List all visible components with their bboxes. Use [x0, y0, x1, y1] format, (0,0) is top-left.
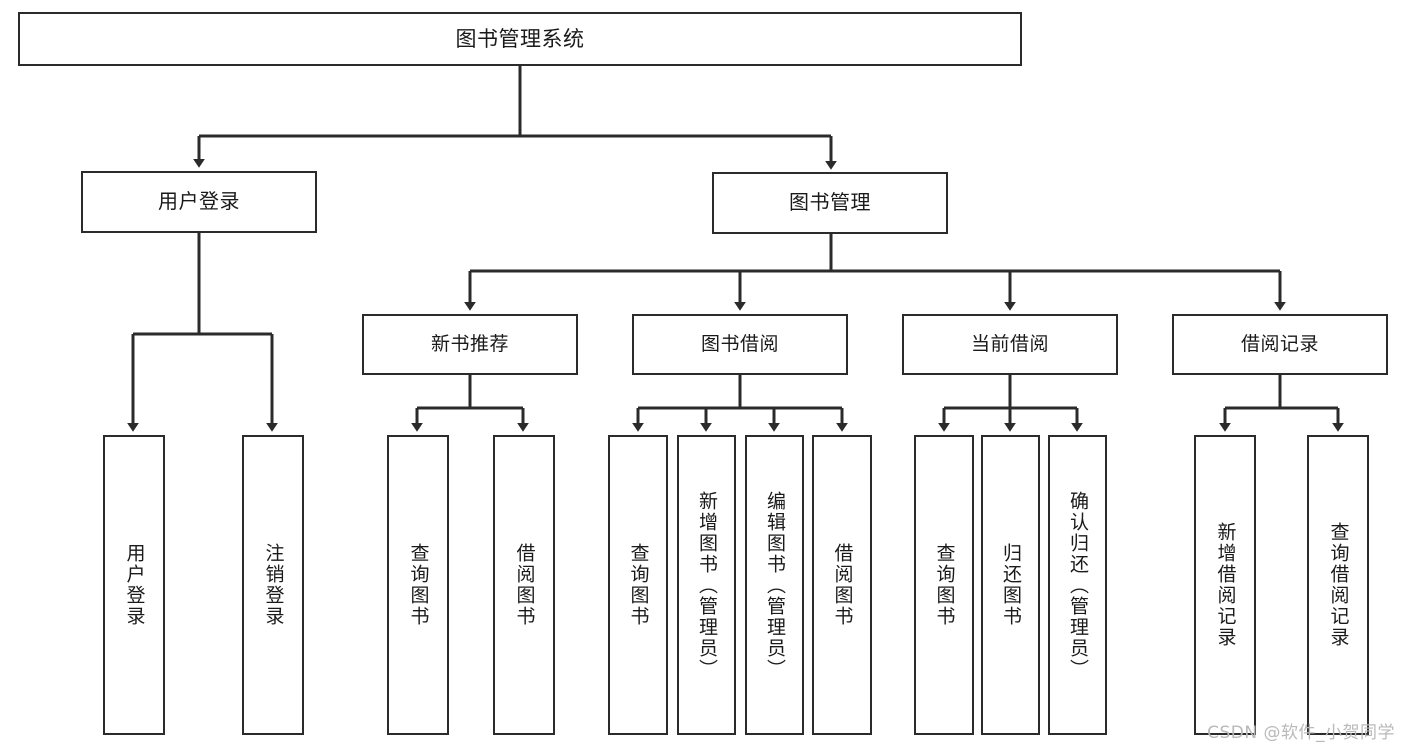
node-current-borrow-label: 当前借阅: [970, 333, 1049, 356]
node-leaf-query-book-3[interactable]: 查询图书: [914, 435, 974, 735]
node-new-book-recommend-label: 新书推荐: [430, 333, 509, 356]
node-book-borrow[interactable]: 图书借阅: [632, 314, 848, 375]
node-root[interactable]: 图书管理系统: [18, 12, 1022, 66]
node-current-borrow[interactable]: 当前借阅: [902, 314, 1118, 375]
node-leaf-add-record-label: 新增借阅记录: [1214, 522, 1237, 648]
node-leaf-edit-book[interactable]: 编辑图书（管理员）: [745, 435, 804, 735]
node-leaf-borrow-book-1-label: 借阅图书: [513, 543, 536, 627]
node-leaf-confirm-return[interactable]: 确认归还（管理员）: [1048, 435, 1107, 735]
node-leaf-user-login-label: 用户登录: [123, 543, 146, 627]
node-leaf-query-record-label: 查询借阅记录: [1327, 522, 1350, 648]
watermark: CSDN @软件_小贺同学: [1207, 723, 1395, 743]
node-leaf-query-book-2[interactable]: 查询图书: [608, 435, 668, 735]
node-leaf-query-book-1[interactable]: 查询图书: [387, 435, 449, 735]
node-leaf-add-book-label: 新增图书（管理员）: [696, 490, 718, 680]
node-user-login-label: 用户登录: [158, 189, 240, 214]
node-leaf-user-logout-label: 注销登录: [262, 543, 285, 627]
node-leaf-borrow-book-1[interactable]: 借阅图书: [493, 435, 555, 735]
node-leaf-borrow-book-2-label: 借阅图书: [831, 543, 854, 627]
node-leaf-query-book-1-label: 查询图书: [407, 543, 430, 627]
node-leaf-add-book[interactable]: 新增图书（管理员）: [677, 435, 736, 735]
node-leaf-edit-book-label: 编辑图书（管理员）: [764, 490, 786, 680]
node-borrow-record-label: 借阅记录: [1240, 333, 1319, 356]
node-user-login[interactable]: 用户登录: [81, 171, 317, 233]
node-book-borrow-label: 图书借阅: [700, 333, 779, 356]
node-leaf-query-book-3-label: 查询图书: [933, 543, 956, 627]
node-root-label: 图书管理系统: [455, 26, 585, 51]
node-borrow-record[interactable]: 借阅记录: [1172, 314, 1388, 375]
node-leaf-return-book-label: 归还图书: [1000, 543, 1022, 627]
node-book-manage-label: 图书管理: [789, 190, 871, 215]
node-leaf-query-record[interactable]: 查询借阅记录: [1307, 435, 1369, 735]
node-leaf-user-logout[interactable]: 注销登录: [242, 435, 304, 735]
node-new-book-recommend[interactable]: 新书推荐: [362, 314, 578, 375]
node-leaf-user-login[interactable]: 用户登录: [103, 435, 165, 735]
node-leaf-return-book[interactable]: 归还图书: [981, 435, 1040, 735]
node-leaf-query-book-2-label: 查询图书: [627, 543, 650, 627]
node-leaf-confirm-return-label: 确认归还（管理员）: [1067, 490, 1089, 680]
node-book-manage[interactable]: 图书管理: [712, 172, 948, 234]
node-leaf-borrow-book-2[interactable]: 借阅图书: [812, 435, 872, 735]
node-leaf-add-record[interactable]: 新增借阅记录: [1194, 435, 1256, 735]
